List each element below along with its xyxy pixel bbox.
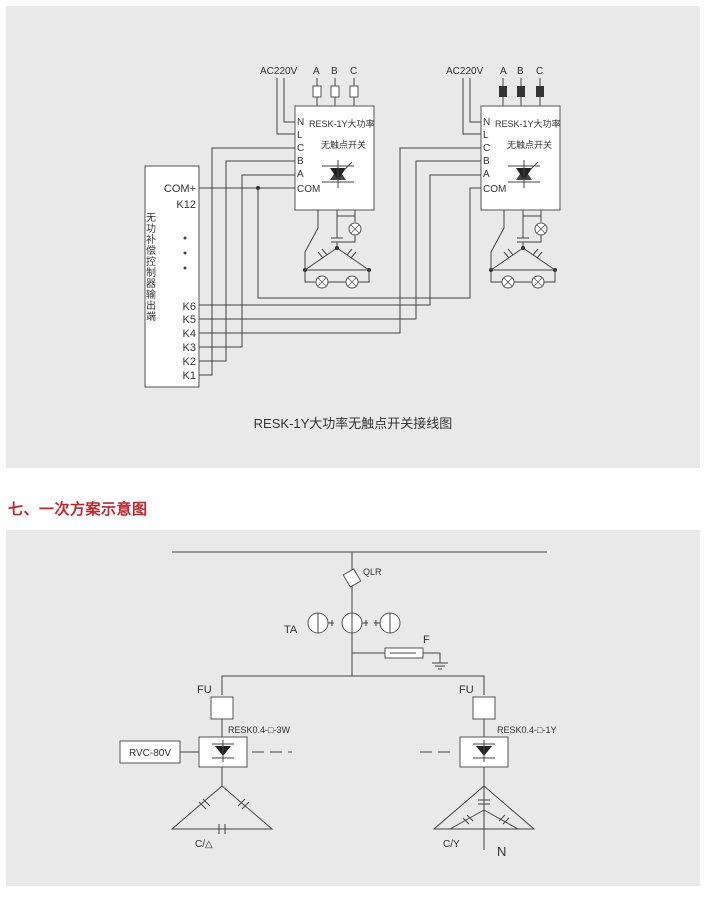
terminal-n: N: [297, 117, 304, 128]
fuse-icon: [349, 85, 359, 98]
phase-c-label: C: [350, 66, 357, 77]
fu-label-left: FU: [197, 684, 212, 696]
terminal-b: B: [297, 156, 304, 167]
fuse-icon: [517, 86, 525, 97]
switch-title: RESK-1Y大功率: [495, 118, 561, 129]
phase-a-label: A: [313, 66, 320, 77]
switch-title: RESK-1Y大功率: [309, 118, 375, 129]
fuse-icon: [472, 696, 496, 720]
terminal-k6: K6: [183, 301, 196, 313]
terminal-l: L: [483, 130, 489, 141]
controller-box: [144, 165, 200, 388]
control-wiring: [199, 147, 481, 376]
left-switch-label: RESK0.4-□-3W: [228, 725, 290, 735]
phase-a-label: A: [500, 66, 507, 77]
terminal-com: COM: [483, 184, 506, 195]
thyristor-icon: [322, 160, 354, 188]
terminal-a: A: [297, 169, 304, 180]
terminal-k2: K2: [183, 356, 196, 368]
terminal-l: L: [297, 130, 303, 141]
left-switch-unit: AC220V A B C N L C B A COM RESK-1Y大功率 无触…: [260, 66, 375, 289]
thyristor-icon: [212, 740, 234, 762]
right-switch-unit: AC220V A B C N L C B A COM RESK-1Y大功率 无触…: [446, 66, 561, 289]
terminal-n: N: [483, 117, 490, 128]
fuse-icon: [330, 85, 340, 98]
primary-scheme: QLR TA F FU RESK0.4-□-3W: [119, 551, 556, 859]
fuse-icon: [312, 85, 322, 98]
terminal-k3: K3: [183, 342, 196, 354]
breaker-icon: [342, 568, 362, 588]
terminal-k4: K4: [183, 328, 196, 340]
phase-c-label: C: [536, 66, 543, 77]
switch-subtitle: 无触点开关: [321, 139, 366, 150]
left-connection-label: C/△: [195, 839, 213, 850]
fuse-icon: [210, 696, 234, 720]
rvc-box: [119, 740, 181, 764]
thyristor-icon: [508, 160, 540, 188]
controller-label: 无功补偿控制器输出端: [144, 212, 156, 322]
fu-label-right: FU: [459, 684, 474, 696]
wiring-caption: RESK-1Y大功率无触点开关接线图: [254, 416, 453, 431]
ellipsis-dot: [183, 266, 187, 270]
ac220v-label: AC220V: [446, 66, 484, 77]
f-label: F: [423, 634, 430, 646]
neutral-label: N: [497, 844, 506, 859]
rvc-label: RVC-80V: [129, 748, 171, 759]
terminal-k1: K1: [183, 370, 196, 382]
terminal-a: A: [483, 169, 490, 180]
terminal-b: B: [483, 156, 490, 167]
terminal-k12: K12: [176, 199, 196, 211]
phase-b-label: B: [517, 66, 524, 77]
switch-subtitle: 无触点开关: [507, 139, 552, 150]
phase-b-label: B: [331, 66, 338, 77]
resk-switch-box: [480, 105, 561, 211]
terminal-k5: K5: [183, 314, 196, 326]
fuse-icon: [499, 86, 507, 97]
primary-scheme-panel: [6, 530, 700, 886]
thyristor-icon: [473, 740, 495, 762]
qlr-label: QLR: [363, 567, 382, 577]
terminal-c: C: [483, 143, 490, 154]
section-heading: 七、一次方案示意图: [8, 500, 148, 518]
ellipsis-dot: [183, 251, 187, 255]
terminal-com: COM: [297, 184, 320, 195]
terminal-com-plus: COM+: [164, 183, 196, 195]
ellipsis-dot: [183, 236, 187, 240]
right-switch-label: RESK0.4-□-1Y: [497, 725, 556, 735]
ac220v-label: AC220V: [260, 66, 298, 77]
ta-label: TA: [284, 624, 298, 636]
resk-switch-box: [294, 105, 375, 211]
right-connection-label: C/Y: [443, 839, 460, 850]
fuse-icon: [536, 86, 544, 97]
wiring-diagram: COM+ K12 K6 K5 K4 K3 K2 K1 无功补偿控制器输出端 AC…: [144, 66, 561, 431]
terminal-c: C: [297, 143, 304, 154]
wiring-diagram-panel: [6, 6, 700, 468]
